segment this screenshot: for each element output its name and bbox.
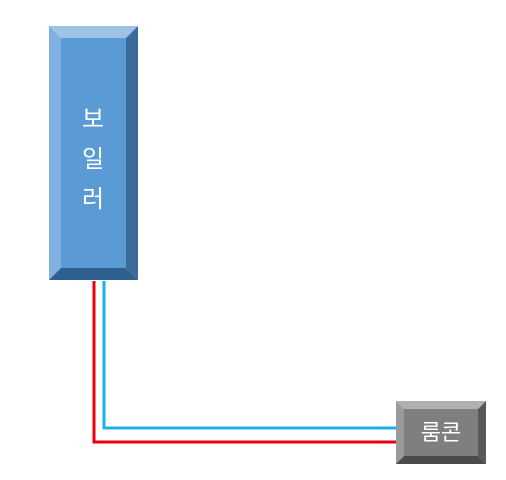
boiler-bevel-top	[49, 26, 138, 38]
room-controller-face	[404, 409, 478, 456]
room-controller-label: 룸콘	[421, 421, 461, 446]
boiler-face	[61, 38, 126, 268]
red-wire	[92, 281, 398, 444]
boiler-label-char-2: 일	[82, 145, 104, 173]
boiler-bevel-left	[49, 26, 61, 280]
blue-wire	[102, 281, 398, 430]
boiler-label-char-3: 러	[82, 185, 104, 213]
room-controller-bevel-left	[396, 401, 404, 464]
room-controller-box: 룸콘	[396, 401, 486, 464]
room-controller-bevel-right	[478, 401, 486, 464]
boiler-bevel-bottom	[49, 268, 138, 280]
room-controller-bevel-bottom	[396, 456, 486, 464]
boiler-bevel-right	[126, 26, 138, 280]
room-controller-bevel-top	[396, 401, 486, 409]
boiler-box: 보 일 러	[49, 26, 138, 280]
boiler-label-char-1: 보	[82, 105, 104, 133]
